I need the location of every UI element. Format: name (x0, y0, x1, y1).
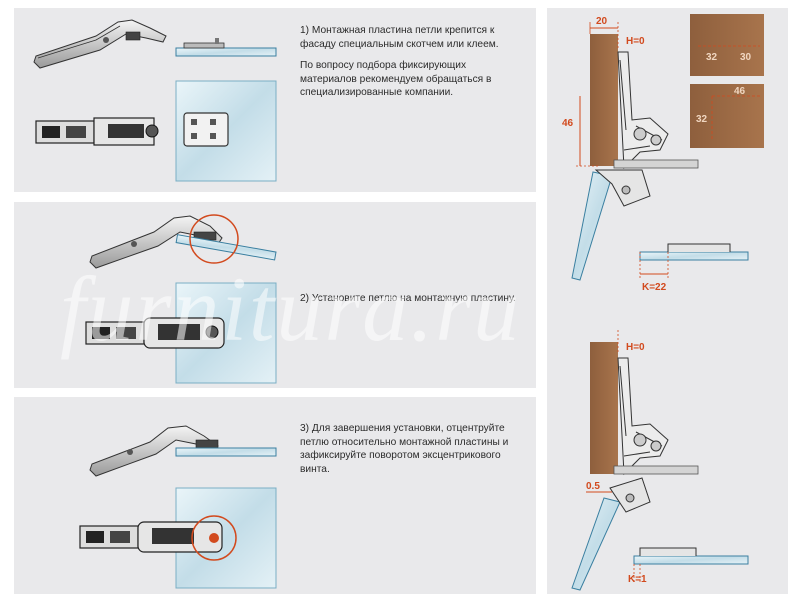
eccentric-screw-icon (209, 533, 219, 543)
highlight-circle (189, 214, 239, 264)
door-panel-open (571, 171, 613, 281)
dim-k-bottom: K=1 (628, 574, 647, 585)
cabinet-side-wood (590, 34, 618, 166)
drill-detail-1 (690, 14, 764, 76)
dim-width: 20 (596, 16, 608, 27)
step-2-top-view (85, 282, 277, 384)
dim-32-a: 32 (706, 52, 718, 63)
hinge-arm-side-icon (33, 19, 167, 69)
hinge-arm-top-icon (35, 117, 159, 146)
mounting-plate-side-icon (175, 234, 277, 261)
dim-30: 30 (740, 52, 752, 63)
mounting-plate-icon (183, 112, 229, 147)
hinge-arm-top-icon (85, 317, 225, 349)
step-1-instructions: 1) Монтажная пластина петли крепится к ф… (300, 24, 524, 108)
dimension-diagram-bottom: H=0 0.5 K=1 (571, 330, 749, 591)
dim-height: 46 (562, 118, 574, 129)
hinge-arm-side-icon (89, 425, 219, 477)
dim-k-top: K=22 (642, 282, 667, 293)
step-1-top-view (35, 80, 277, 182)
dimension-diagram-top: 20 H=0 46 32 30 46 32 K=22 (562, 14, 764, 293)
hinge-arm-side-icon (89, 215, 223, 269)
cabinet-side-wood (590, 342, 618, 474)
dim-32-b: 32 (696, 114, 708, 125)
door-panel-open (571, 497, 621, 591)
hinge-mechanism-icon (617, 51, 669, 170)
dim-h-top: H=0 (626, 36, 645, 47)
mounting-plate-side-icon (175, 38, 277, 57)
step-1-text: 1) Монтажная пластина петли крепится к ф… (300, 25, 499, 50)
step-3-text: 3) Для завершения установки, отцентруйте… (300, 423, 509, 475)
drill-detail-2 (690, 84, 764, 148)
mounting-plate-side-icon (175, 447, 277, 457)
step-1-note: По вопросу подбора фиксирующих материало… (300, 60, 492, 98)
mounting-plate-side (613, 159, 699, 169)
watermark: furnitura.ru (60, 258, 521, 360)
dim-offset: 0.5 (586, 481, 600, 492)
step-3-top-view (79, 487, 277, 589)
step-3-side-view (89, 425, 277, 477)
overlay-detail-top: K=22 (639, 243, 749, 293)
step-2-side-view (89, 214, 277, 269)
dim-h-bottom: H=0 (626, 342, 645, 353)
mounting-plate-side (613, 465, 699, 475)
step-3-instructions: 3) Для завершения установки, отцентруйте… (300, 422, 524, 484)
eccentric-screw-highlight (191, 515, 237, 561)
overlay-detail-bottom: K=1 (628, 547, 749, 585)
step-2-instructions: 2) Установите петлю на монтажную пластин… (300, 292, 532, 314)
hinge-arm-top-icon (79, 521, 223, 553)
dim-46: 46 (734, 86, 746, 97)
hinge-mechanism-icon (617, 357, 669, 476)
step-1-side-view (33, 19, 277, 69)
step-2-text: 2) Установите петлю на монтажную пластин… (300, 293, 516, 304)
